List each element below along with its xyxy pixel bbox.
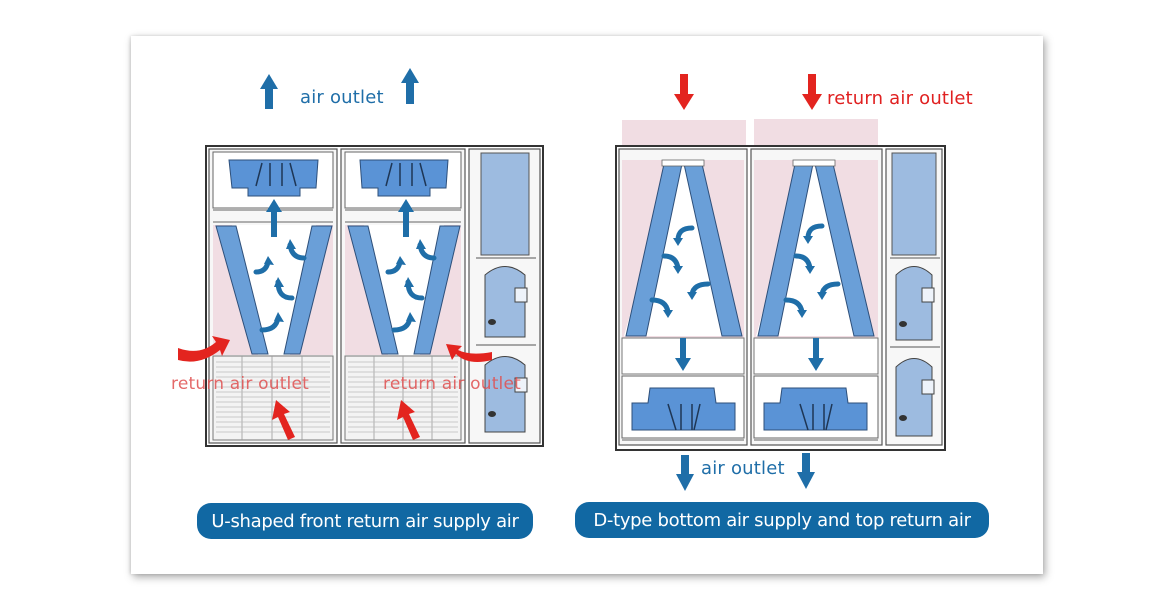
top-return-arrows [674,74,822,110]
arrow-down-icon [674,74,694,110]
right-air-outlet-label: air outlet [701,458,785,479]
right-unit [615,74,946,491]
return-plenum [754,119,878,145]
arrow-up-icon [401,68,419,104]
arrow-up-icon [397,400,420,440]
right-compressor-column [885,148,943,446]
right-return-air-label: return air outlet [827,88,973,109]
left-module-2 [340,148,466,444]
right-module-1 [618,148,748,446]
arrow-down-icon [675,338,691,371]
return-plenum [622,120,746,145]
curved-arrow-icon [178,336,230,362]
curved-arrow-icon [446,344,492,362]
left-module-1 [208,148,338,444]
arrow-up-icon [260,74,278,109]
right-caption-badge: D-type bottom air supply and top return … [575,502,989,538]
arrow-down-icon [797,453,815,489]
arrow-down-icon [802,74,822,110]
left-unit [178,68,544,447]
arrow-down-icon [676,455,694,491]
left-return-label-2: return air outlet [383,374,522,394]
bottom-outlet-arrows [676,453,815,491]
left-air-outlet-label: air outlet [300,87,384,108]
left-caption-badge: U-shaped front return air supply air [197,503,533,539]
right-module-2 [750,148,883,446]
red-return-arrows-left [178,336,492,440]
inner-down-arrows [675,338,824,371]
arrow-up-icon [398,199,414,237]
arrow-up-icon [272,400,295,440]
arrow-down-icon [808,338,824,371]
inner-up-arrows [266,199,414,237]
left-return-label-1: return air outlet [171,374,310,394]
left-compressor-column [468,148,541,444]
arrow-up-icon [266,199,282,237]
top-outlet-arrows [260,68,419,109]
